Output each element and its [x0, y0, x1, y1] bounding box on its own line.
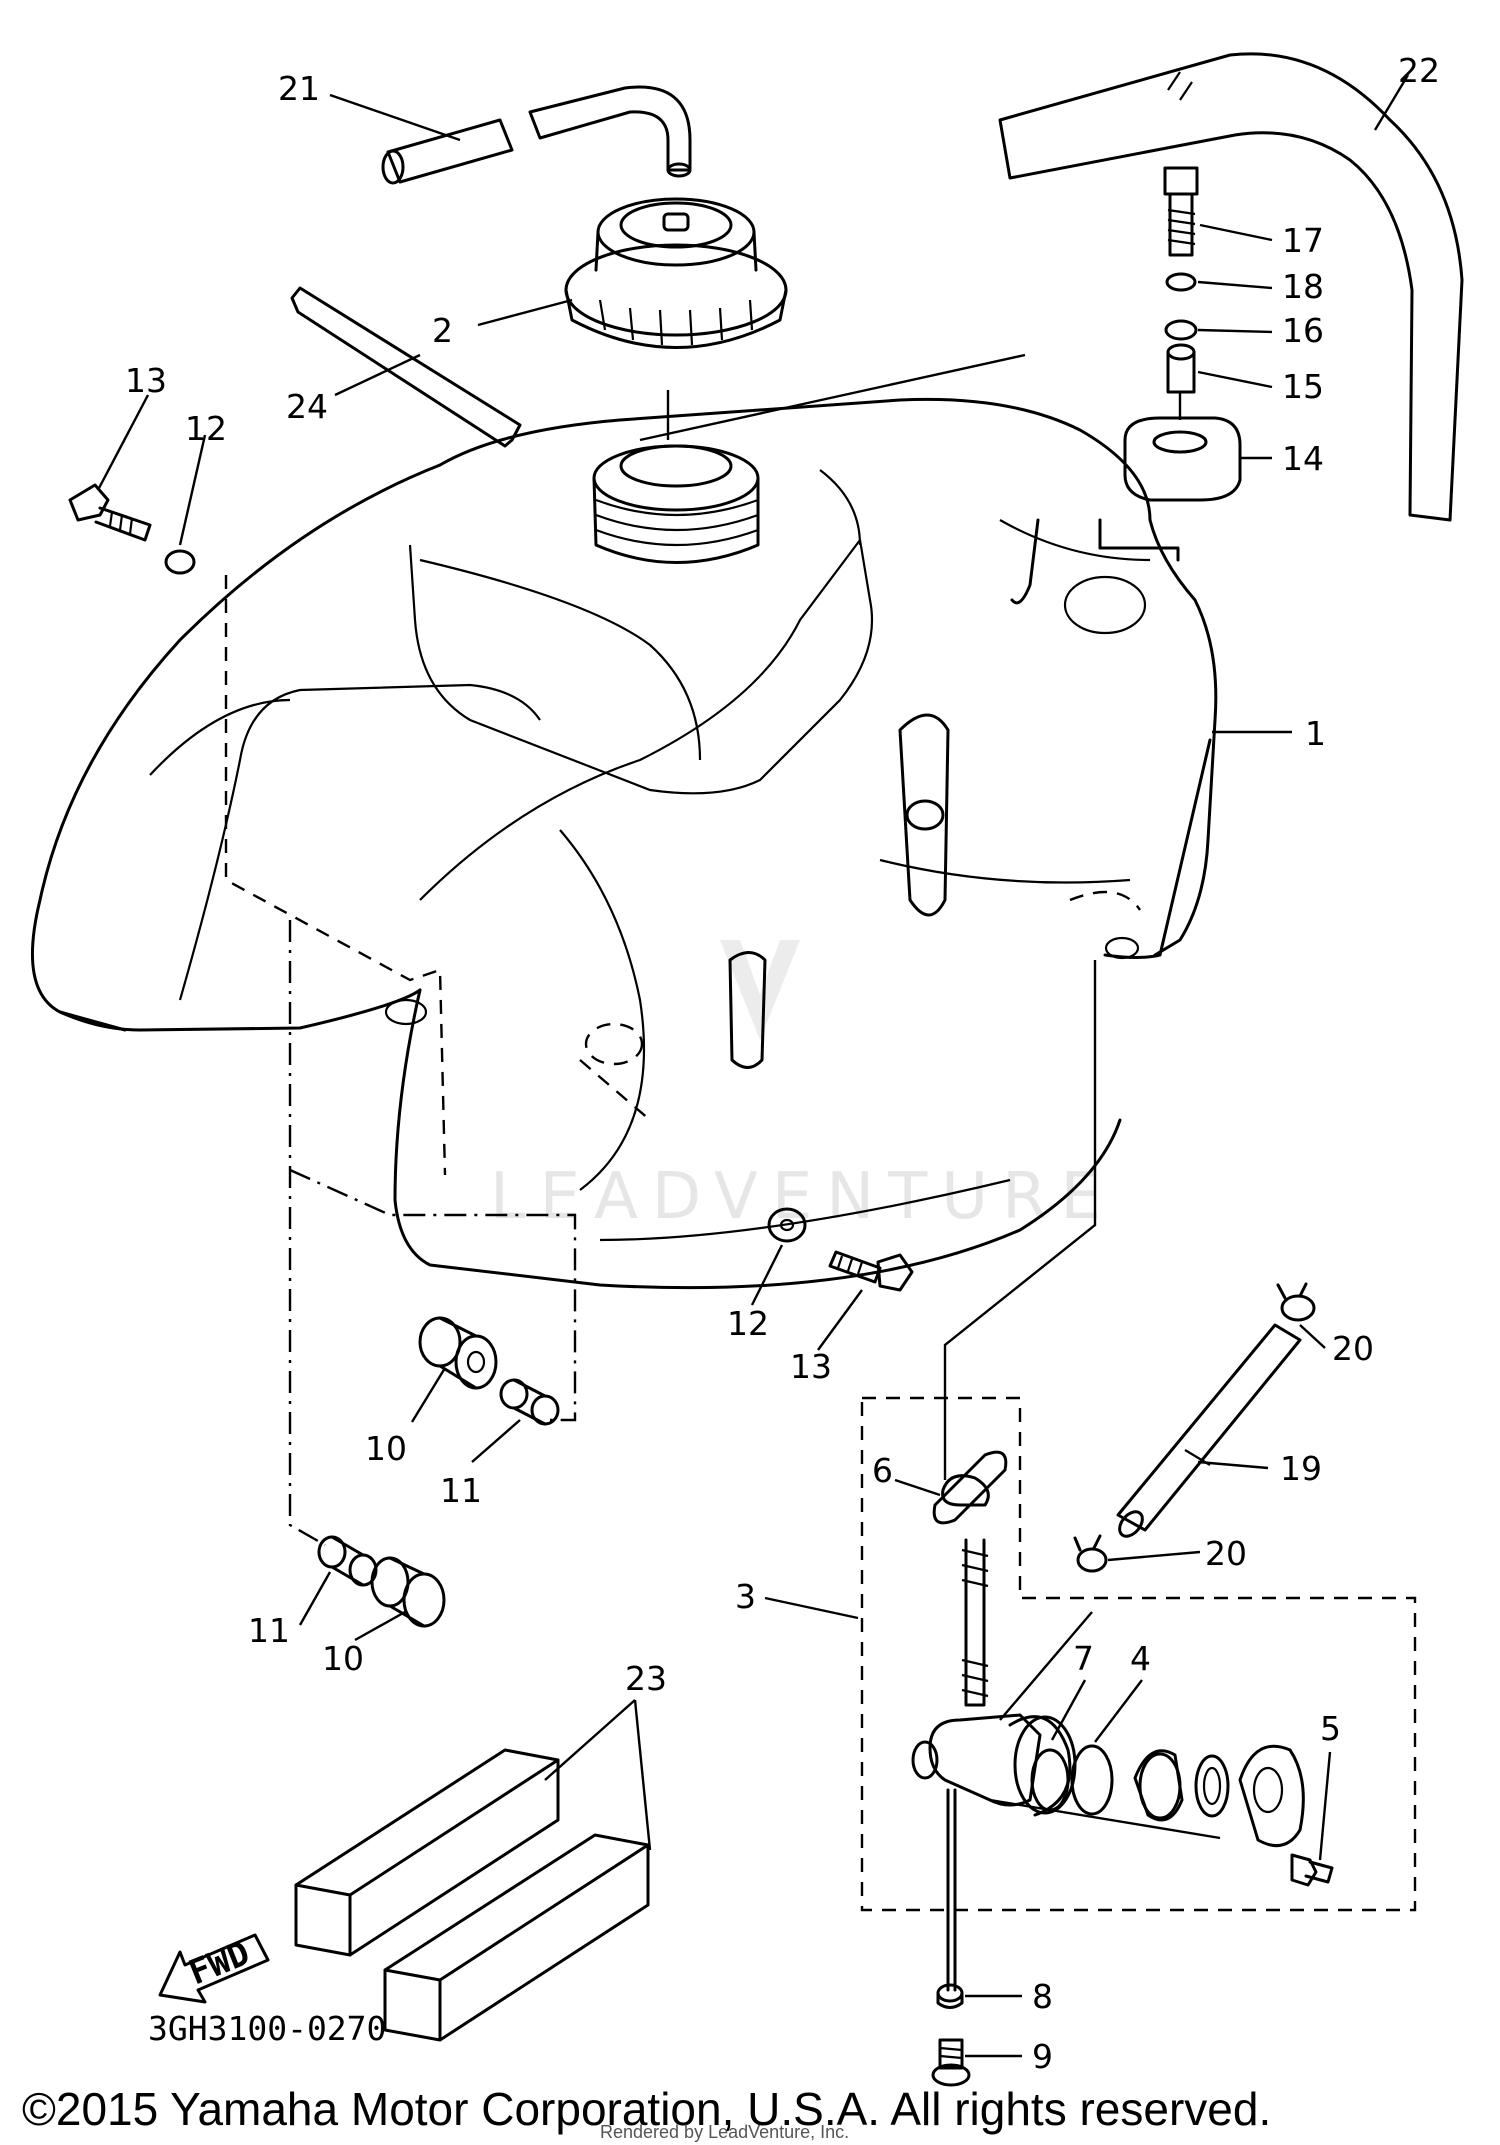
clamp-lower-part	[1073, 1534, 1108, 1573]
callout-1: 1	[1305, 714, 1326, 753]
callout-15: 15	[1282, 367, 1324, 406]
fuel-cap-part	[564, 197, 788, 349]
callout-10-upper: 10	[365, 1429, 407, 1468]
callout-4: 4	[1130, 1639, 1151, 1678]
callout-14: 14	[1282, 439, 1324, 478]
callout-17: 17	[1282, 221, 1324, 260]
callout-9: 9	[1032, 2037, 1053, 2076]
fuel-tank-part	[30, 397, 1218, 1290]
callout-16: 16	[1282, 311, 1324, 350]
foam-pad-part	[294, 1748, 650, 2042]
callout-19: 19	[1280, 1449, 1322, 1488]
callout-22: 22	[1398, 51, 1440, 90]
callout-11-lower: 11	[248, 1611, 290, 1650]
fwd-label: FWD	[183, 1933, 255, 1993]
callout-23: 23	[625, 1659, 667, 1698]
callout-2: 2	[432, 311, 453, 350]
callout-20-top: 20	[1332, 1329, 1374, 1368]
fwd-arrow: FWD	[158, 1933, 270, 2004]
callout-13-top: 13	[125, 361, 167, 400]
strainer-part	[932, 1450, 1008, 1525]
washer-left-part	[164, 549, 196, 575]
bolt-lower-part	[828, 1250, 914, 1292]
rendered-by-notice: Rendered by LeadVenture, Inc.	[600, 2122, 849, 2142]
callouts: 21 22 2 17 18 16 15 14 13 12 24 1 12 13 …	[125, 51, 1440, 2076]
callout-24: 24	[286, 387, 328, 426]
vent-hose-part	[381, 85, 692, 185]
damper-part	[1098, 416, 1242, 562]
collar-lower-part	[317, 1535, 378, 1587]
diagram-code: 3GH3100-0270	[148, 2009, 386, 2048]
watermark-text: LEADVENTURE	[490, 1160, 1115, 1234]
copyright-notice: ©2015 Yamaha Motor Corporation, U.S.A. A…	[22, 2083, 1271, 2135]
callout-11-upper: 11	[440, 1471, 482, 1510]
callout-5: 5	[1320, 1709, 1341, 1748]
collar-upper-part	[499, 1378, 560, 1426]
drain-screw-part	[931, 2038, 971, 2087]
bolt-left-part	[68, 483, 152, 542]
watermark: LEADVENTURE	[490, 940, 1115, 1234]
callout-13-bottom: 13	[790, 1347, 832, 1386]
grommet-upper-part	[418, 1316, 498, 1390]
fuel-cock-assembly	[860, 1396, 1417, 1992]
fuel-hose-part	[1116, 1323, 1302, 1538]
callout-10-lower: 10	[322, 1639, 364, 1678]
assembly-lines	[224, 575, 1097, 1547]
clamp-upper-part	[1276, 1282, 1316, 1322]
washer-lower-part	[767, 1207, 807, 1243]
callout-20-lower: 20	[1205, 1534, 1247, 1573]
callout-21: 21	[278, 69, 320, 108]
callout-8: 8	[1032, 1977, 1053, 2016]
washer-part	[1164, 272, 1198, 341]
tank-band-part	[998, 52, 1464, 522]
callout-7: 7	[1073, 1639, 1094, 1678]
washer-cock-part	[936, 1983, 964, 2009]
leader-lines	[96, 74, 1410, 2058]
callout-6: 6	[872, 1451, 893, 1490]
bolt-part	[1163, 166, 1199, 257]
collar-part	[1166, 343, 1196, 394]
callout-12-top: 12	[185, 409, 227, 448]
callout-12-bottom: 12	[727, 1304, 769, 1343]
callout-18: 18	[1282, 267, 1324, 306]
grommet-lower-part	[370, 1556, 446, 1628]
tank-strip-part	[290, 286, 522, 448]
callout-3: 3	[735, 1577, 756, 1616]
